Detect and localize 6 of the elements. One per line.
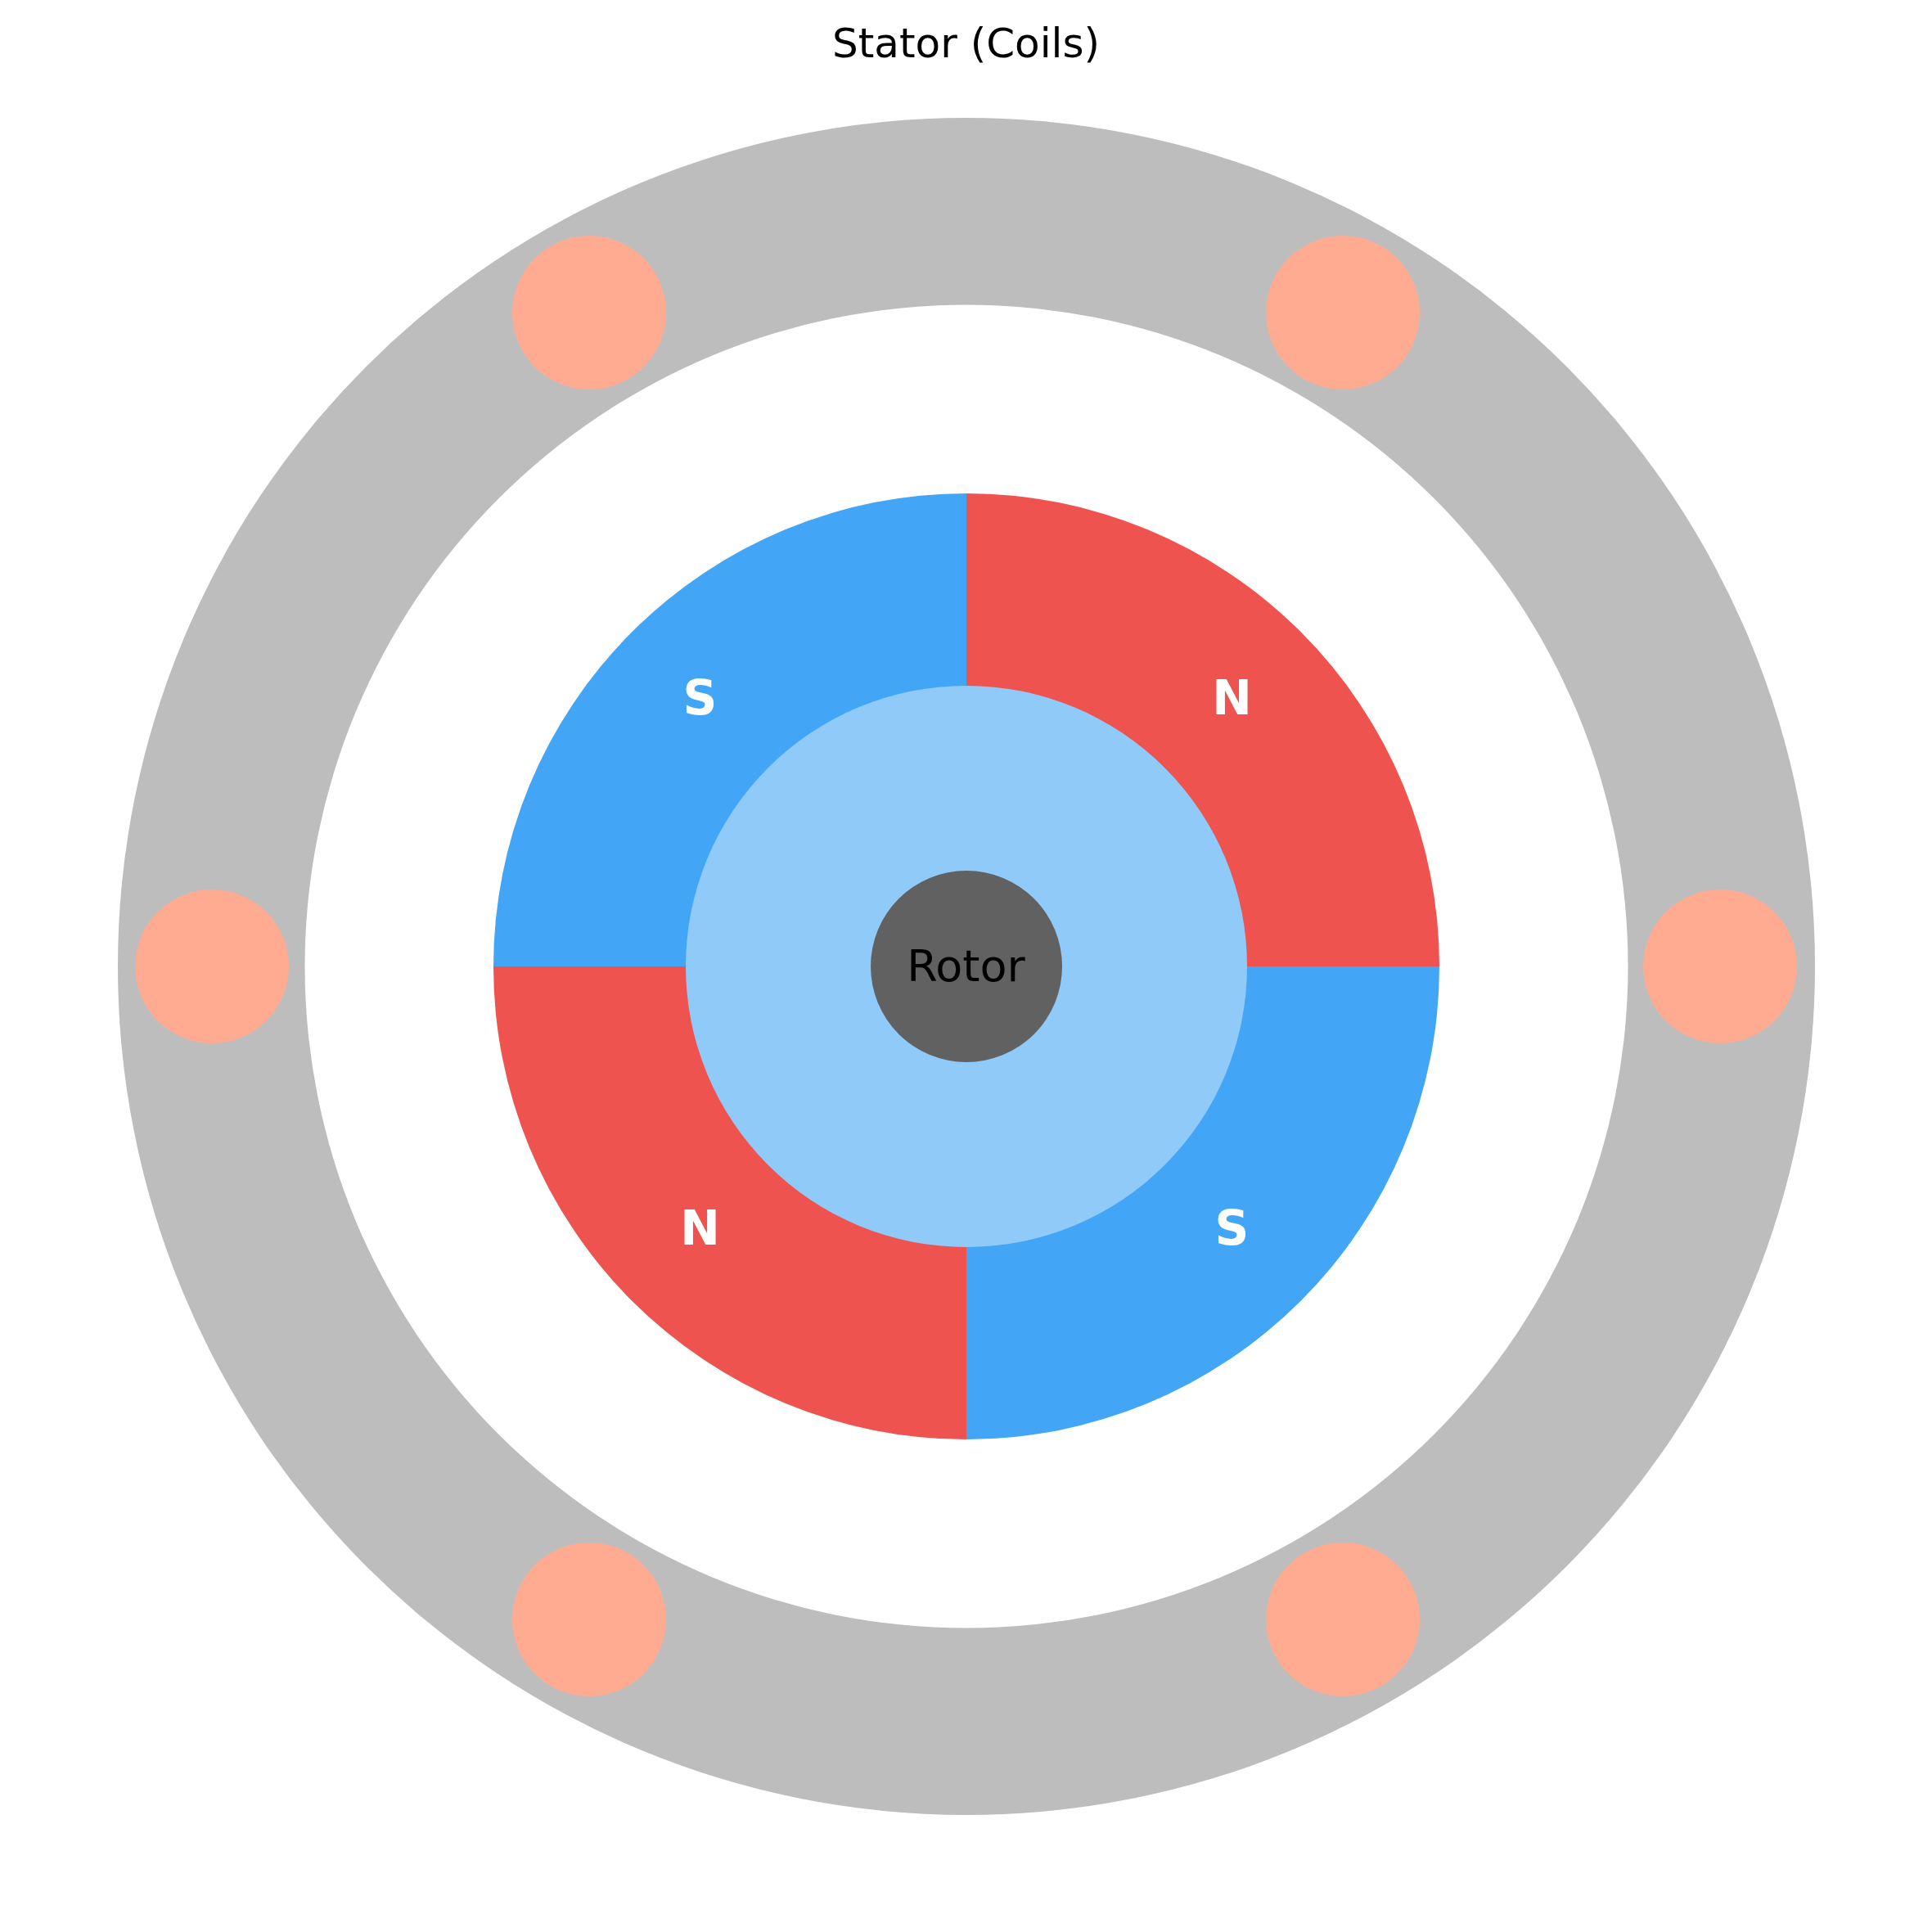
pole-label: S: [1214, 1204, 1250, 1252]
diagram-title: Stator (Coils): [832, 20, 1100, 67]
pole-label: S: [682, 673, 718, 722]
pole-label: N: [680, 1204, 720, 1252]
pole-label: N: [1212, 673, 1252, 722]
rotor-label: Rotor: [907, 943, 1025, 989]
